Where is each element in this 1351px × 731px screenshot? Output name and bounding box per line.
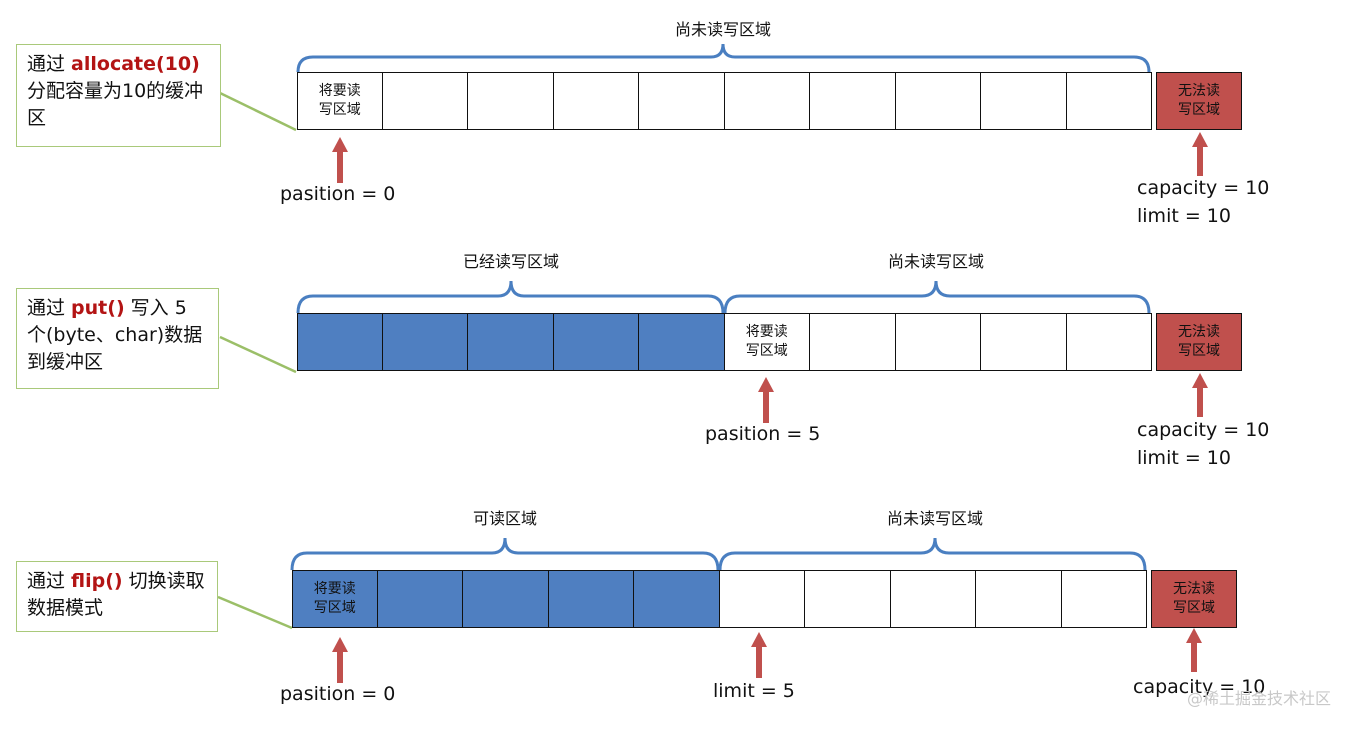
note-prefix: 通过 — [27, 570, 72, 592]
connector-line — [219, 335, 297, 374]
note-keyword: flip() — [71, 570, 123, 592]
buffer-cell — [981, 72, 1067, 130]
buffer-cell — [890, 570, 976, 628]
arrow-limit-row3 — [751, 632, 767, 678]
note-put: 通过 put() 写入 5 个(byte、char)数据到缓冲区 — [16, 288, 219, 389]
note-suffix: 切换读取数据模式 — [27, 570, 205, 619]
buffer-cell — [981, 313, 1067, 371]
buffer-cell — [553, 72, 639, 130]
note-prefix: 通过 — [27, 297, 72, 319]
buffer-cell — [719, 570, 805, 628]
buffer-cell: 将要读 写区域 — [292, 570, 378, 628]
buffer-cell — [382, 313, 468, 371]
buffer-cell — [1066, 313, 1152, 371]
buffer-cell — [382, 72, 468, 130]
buffer-cell — [553, 313, 639, 371]
capacity-limit-label: capacity = 10 limit = 10 — [1137, 419, 1270, 469]
arrow-position-row2 — [758, 377, 774, 423]
buffer-row-3: 将要读 写区域 无法读 写区域 — [292, 570, 1237, 628]
brace-unread-row1 — [296, 43, 1151, 73]
note-flip: 通过 flip() 切换读取数据模式 — [16, 561, 218, 632]
buffer-cell — [548, 570, 634, 628]
note-prefix: 通过 — [27, 53, 72, 75]
buffer-cell — [805, 570, 891, 628]
connector-line — [217, 595, 293, 630]
brace-written-row2 — [296, 280, 725, 314]
capacity-label: capacity = 10 — [1133, 676, 1266, 698]
unusable-cell: 无法读 写区域 — [1151, 570, 1237, 628]
watermark: @稀土掘金技术社区 — [1186, 689, 1331, 708]
buffer-cell — [810, 313, 896, 371]
buffer-row-1: 将要读 写区域 无法读 写区域 — [297, 72, 1242, 130]
buffer-cell — [377, 570, 463, 628]
note-keyword: allocate(10) — [71, 53, 200, 75]
buffer-cell: 将要读 写区域 — [724, 313, 810, 371]
position-label: pasition = 0 — [280, 183, 396, 205]
note-allocate: 通过 allocate(10) 分配容量为10的缓冲区 — [16, 44, 221, 147]
buffer-row-2: 将要读 写区域 无法读 写区域 — [297, 313, 1242, 371]
buffer-cell — [895, 72, 981, 130]
brace-readable-row3 — [290, 537, 720, 571]
buffer-cell — [1066, 72, 1152, 130]
region-label-unread: 尚未读写区域 — [674, 20, 772, 39]
region-label-written: 已经读写区域 — [462, 252, 560, 271]
buffer-cell — [463, 570, 549, 628]
buffer-cell — [468, 72, 554, 130]
region-label-readable: 可读区域 — [472, 509, 538, 528]
note-keyword: put() — [71, 297, 125, 319]
position-label: pasition = 0 — [280, 683, 396, 705]
buffer-cell — [810, 72, 896, 130]
note-suffix: 分配容量为10的缓冲区 — [27, 80, 204, 129]
region-label-unread: 尚未读写区域 — [887, 252, 985, 271]
brace-unread-row2 — [723, 280, 1151, 314]
arrow-capacity-row3 — [1186, 628, 1202, 672]
arrow-capacity-row1 — [1192, 132, 1208, 176]
buffer-cell — [639, 313, 725, 371]
buffer-cell — [639, 72, 725, 130]
arrow-position-row3 — [332, 637, 348, 683]
note-suffix: 写入 5 个(byte、char)数据到缓冲区 — [27, 297, 203, 373]
capacity-limit-label: capacity = 10 limit = 10 — [1137, 177, 1270, 227]
arrow-capacity-row2 — [1192, 373, 1208, 417]
limit-label: limit = 5 — [713, 680, 795, 702]
buffer-cell — [976, 570, 1062, 628]
buffer-cell — [297, 313, 383, 371]
connector-line — [219, 91, 297, 132]
buffer-cell: 将要读 写区域 — [297, 72, 383, 130]
buffer-cell — [634, 570, 720, 628]
buffer-cell — [468, 313, 554, 371]
buffer-cell — [1061, 570, 1147, 628]
unusable-cell: 无法读 写区域 — [1156, 72, 1242, 130]
buffer-cell — [895, 313, 981, 371]
region-label-unread: 尚未读写区域 — [886, 509, 984, 528]
unusable-cell: 无法读 写区域 — [1156, 313, 1242, 371]
buffer-cell — [724, 72, 810, 130]
brace-unread-row3 — [718, 537, 1147, 571]
position-label: pasition = 5 — [705, 423, 821, 445]
arrow-position-row1 — [332, 137, 348, 183]
